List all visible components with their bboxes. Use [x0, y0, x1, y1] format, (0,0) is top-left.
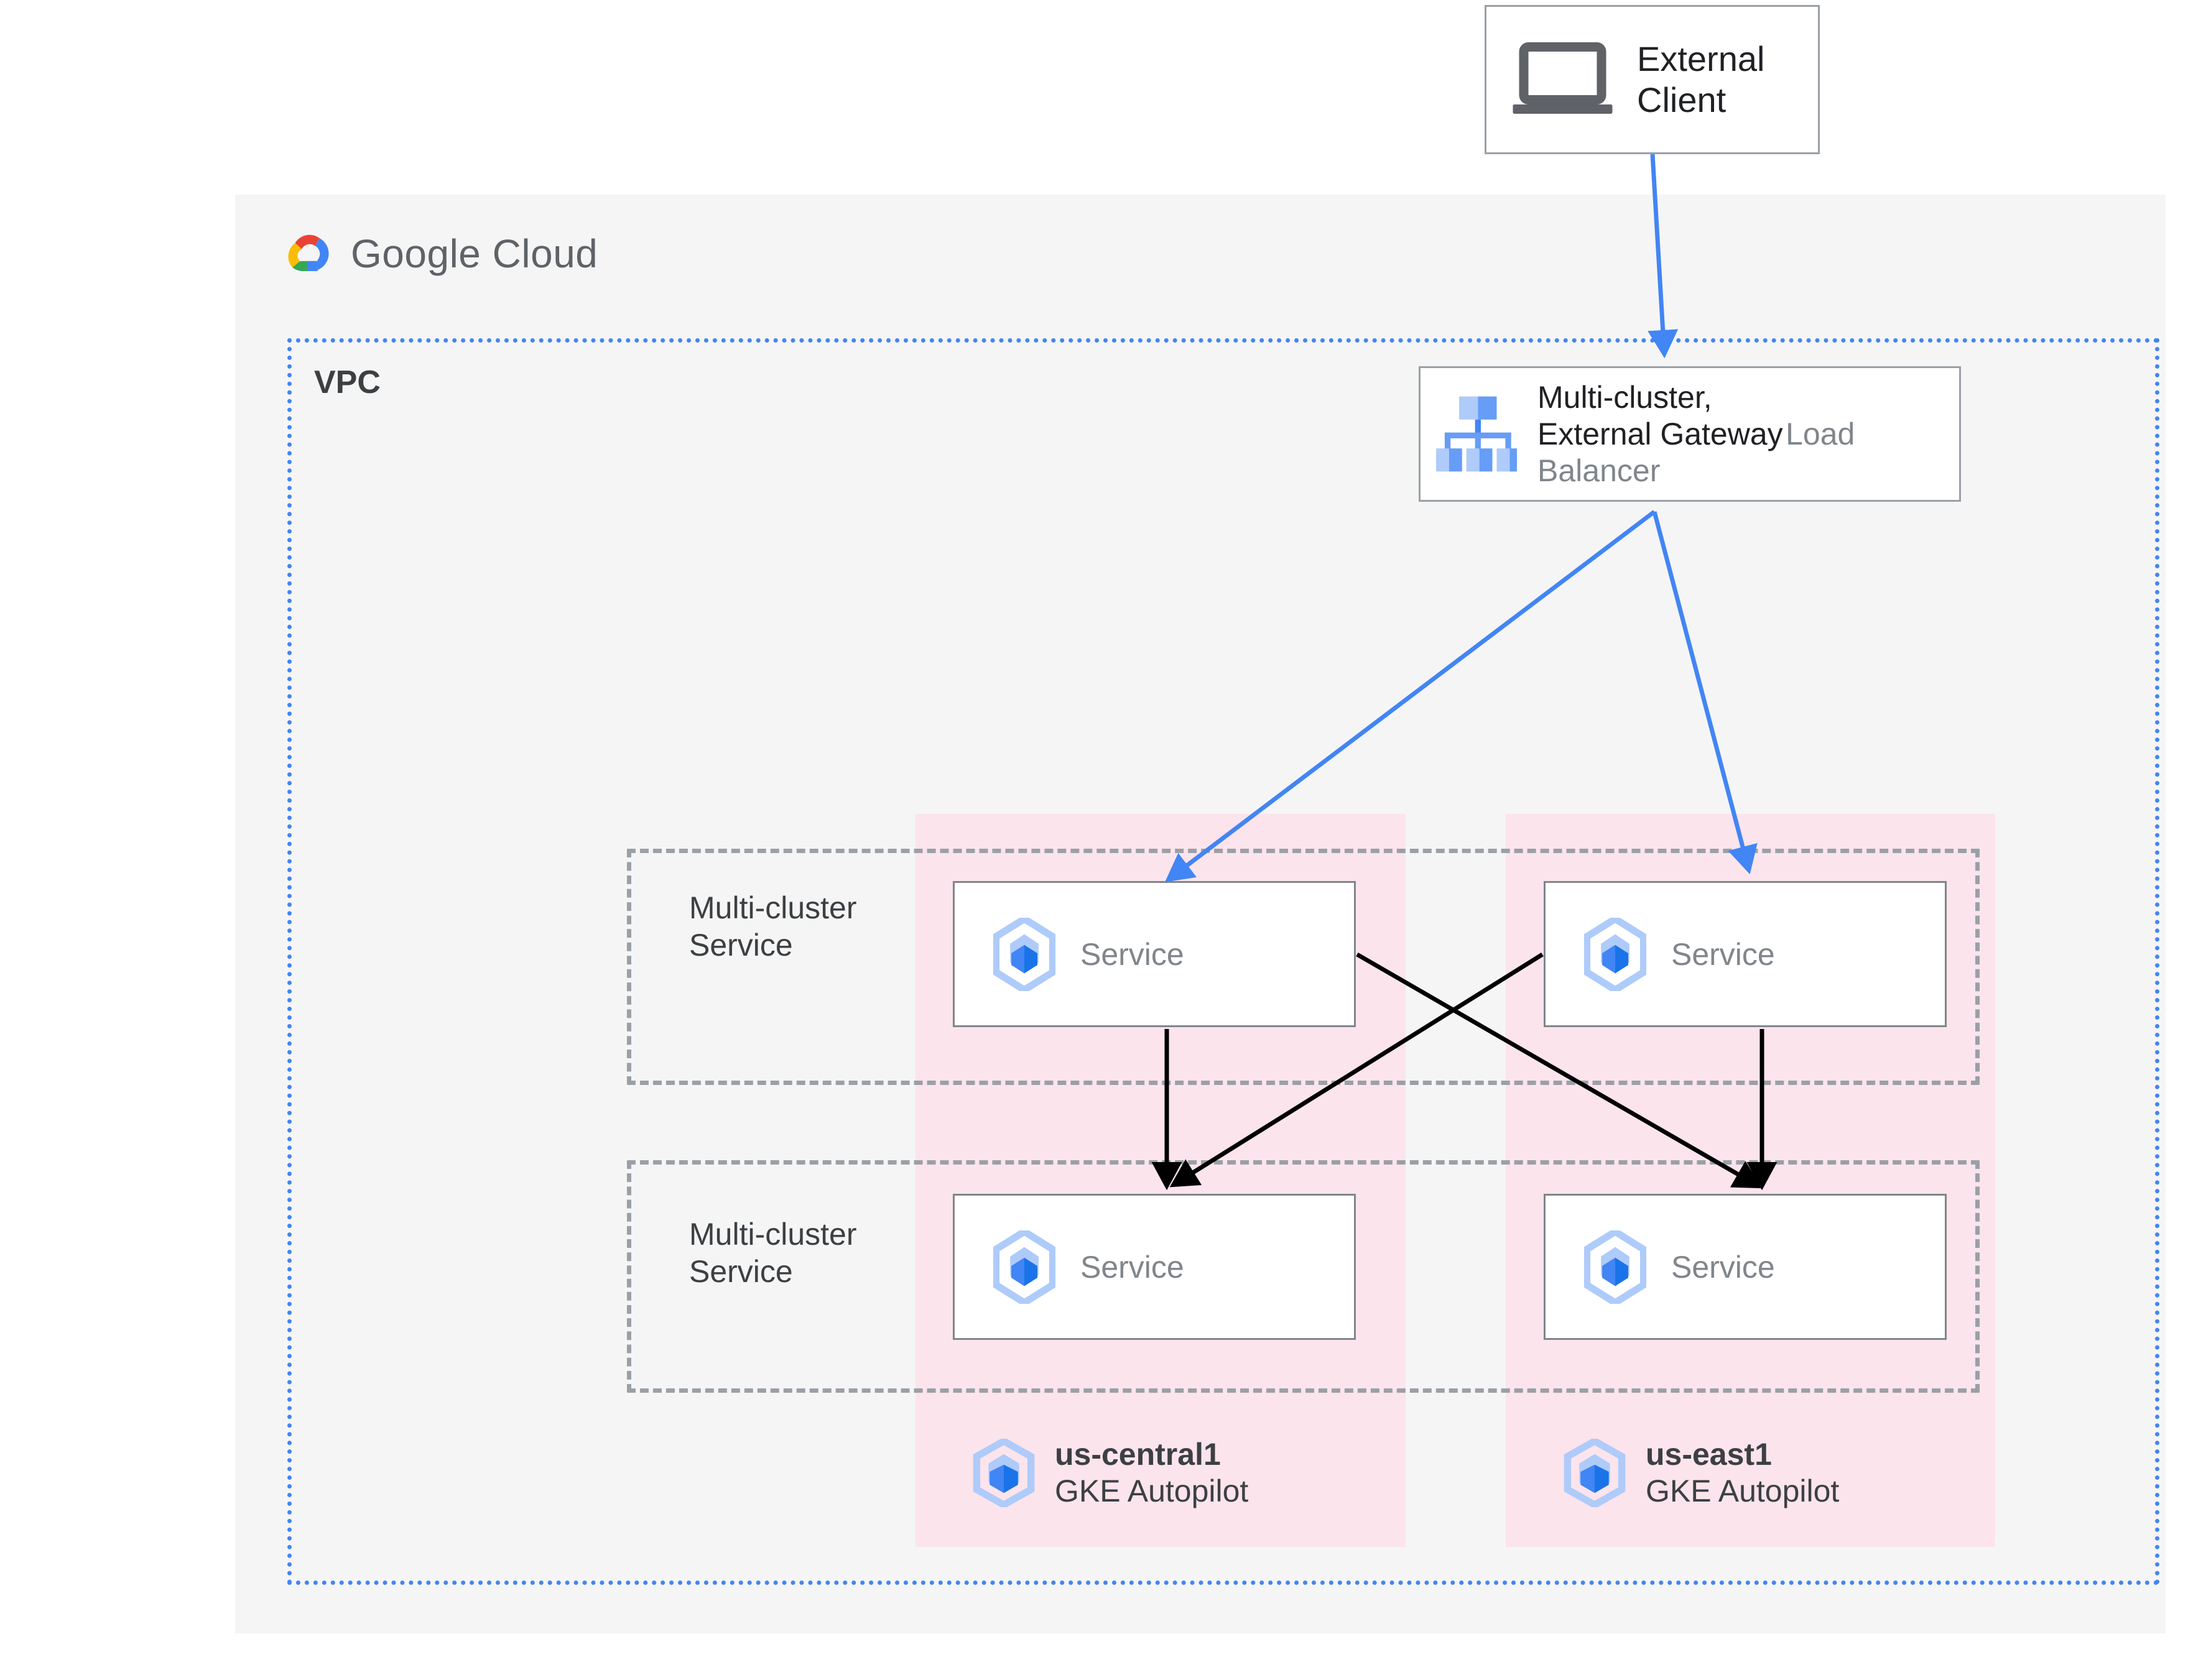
gke-service-icon	[992, 1227, 1057, 1307]
cluster-type-label: GKE Autopilot	[1646, 1474, 1840, 1508]
gke-cluster-icon	[1562, 1437, 1627, 1509]
service-label: Service	[1671, 936, 1775, 972]
external-client-box[interactable]: External Client	[1485, 5, 1820, 154]
service-label: Service	[1080, 936, 1184, 972]
external-client-label: External Client	[1637, 39, 1765, 119]
cluster-region-label: us-east1	[1646, 1437, 1772, 1472]
cluster-region-label: us-central1	[1055, 1437, 1221, 1472]
google-cloud-brand-label: Google Cloud	[351, 231, 598, 276]
load-balancer-icon	[1433, 394, 1520, 474]
google-cloud-brand: Google Cloud	[281, 229, 598, 279]
multi-cluster-service-label-2: Multi-cluster Service	[689, 1217, 857, 1289]
service-box-top-right[interactable]: Service	[1544, 881, 1947, 1027]
gateway-text: Multi-cluster, External Gateway Load Bal…	[1537, 379, 1959, 489]
cluster-footer-us-central1: us-central1 GKE Autopilot	[971, 1436, 1248, 1510]
cluster-footer-text: us-central1 GKE Autopilot	[1055, 1436, 1248, 1510]
gke-service-icon	[1583, 914, 1648, 994]
service-label: Service	[1671, 1249, 1775, 1285]
laptop-icon	[1511, 42, 1617, 117]
cluster-footer-text: us-east1 GKE Autopilot	[1646, 1436, 1839, 1510]
service-box-bottom-left[interactable]: Service	[953, 1194, 1356, 1340]
service-box-bottom-right[interactable]: Service	[1544, 1194, 1947, 1340]
service-box-top-left[interactable]: Service	[953, 881, 1356, 1027]
gke-cluster-icon	[971, 1437, 1036, 1509]
multi-cluster-service-label-1: Multi-cluster Service	[689, 890, 857, 962]
google-cloud-logo-icon	[281, 229, 335, 279]
cluster-footer-us-east1: us-east1 GKE Autopilot	[1562, 1436, 1839, 1510]
gke-service-icon	[992, 914, 1057, 994]
vpc-boundary	[287, 338, 2159, 1585]
cluster-type-label: GKE Autopilot	[1055, 1474, 1249, 1508]
vpc-label: VPC	[314, 364, 381, 400]
gke-service-icon	[1583, 1227, 1648, 1307]
service-label: Service	[1080, 1249, 1184, 1285]
gateway-subtitle: Load Balancer	[1537, 417, 1855, 488]
gateway-load-balancer-box[interactable]: Multi-cluster, External Gateway Load Bal…	[1419, 366, 1961, 502]
gateway-title: Multi-cluster, External Gateway	[1537, 380, 1783, 451]
